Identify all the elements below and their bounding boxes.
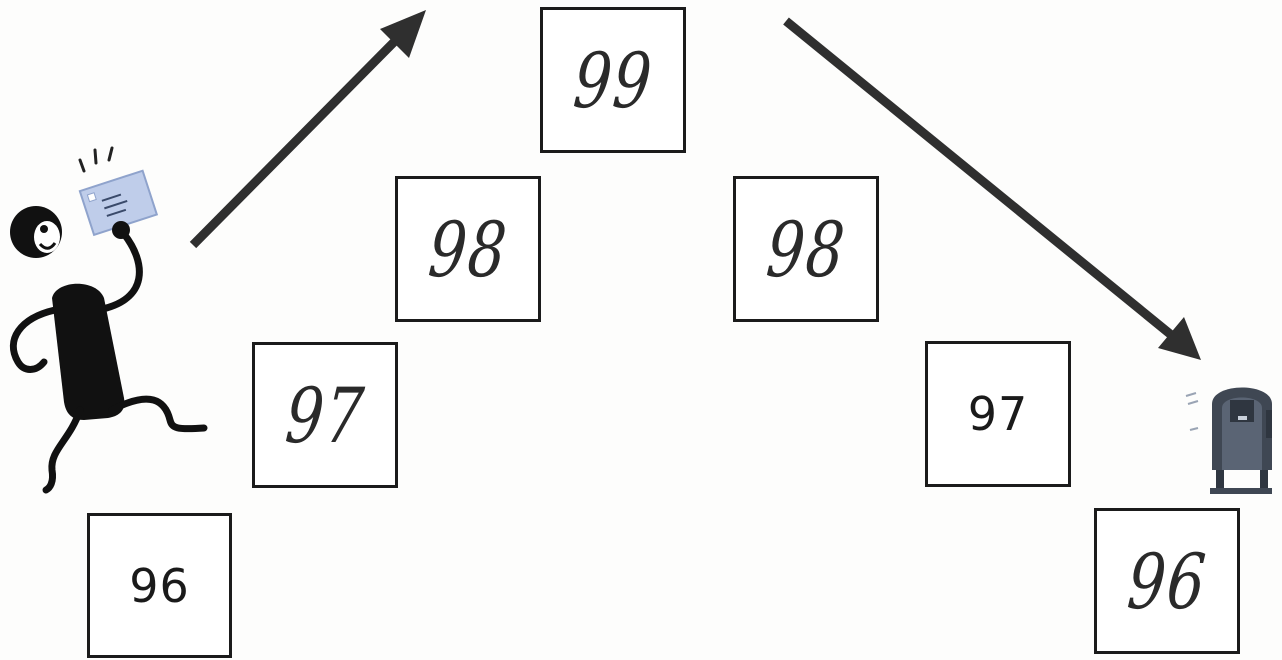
mailbox-icon [0,0,1282,660]
counting-stairs-diagram: 96 97 98 99 98 97 96 [0,0,1282,660]
